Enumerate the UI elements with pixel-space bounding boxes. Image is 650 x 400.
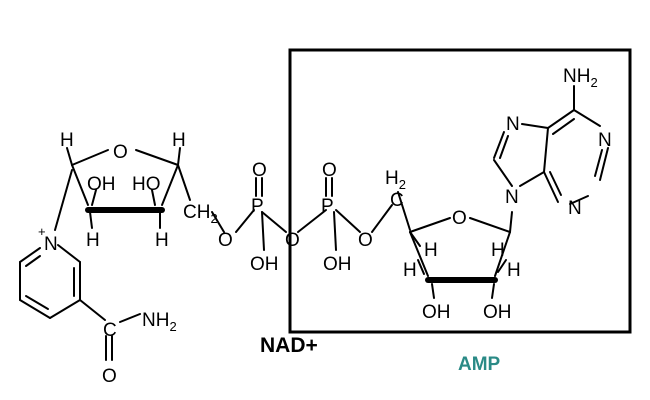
atom-n: N	[506, 114, 520, 135]
atom-h: H	[424, 240, 438, 261]
atom-n: N	[568, 198, 582, 219]
atom-n: N	[505, 187, 519, 208]
atom-ch2: CH2	[183, 202, 218, 226]
charge-plus: +	[38, 224, 46, 239]
atom-o: O	[285, 230, 300, 251]
atom-oh: OH	[323, 254, 352, 275]
nicotinamide-ring	[19, 244, 141, 361]
atom-o: O	[252, 160, 267, 181]
molecule-title: NAD+	[260, 334, 318, 357]
atom-oh: OH	[87, 174, 116, 195]
atom-p: P	[251, 196, 264, 217]
atom-h: H	[507, 260, 521, 281]
atom-ho: HO	[132, 174, 161, 195]
atom-h: H	[60, 130, 74, 151]
atom-h: H	[172, 130, 186, 151]
amp-box	[288, 48, 632, 334]
atom-c: C	[390, 190, 404, 211]
atom-oh: OH	[250, 254, 279, 275]
pyrophosphate	[211, 177, 393, 251]
atom-n: N	[598, 130, 612, 151]
atom-h: H	[491, 240, 505, 261]
atom-c: C	[103, 320, 117, 341]
atom-h: H	[403, 260, 417, 281]
atom-nh2: NH2	[563, 66, 598, 90]
atom-h: H	[86, 230, 100, 251]
atom-o: O	[218, 230, 233, 251]
ribose-1	[54, 147, 191, 231]
atom-oh: OH	[483, 302, 512, 323]
adenine	[493, 85, 609, 205]
atom-o: O	[102, 366, 117, 387]
atom-o: O	[358, 230, 373, 251]
atom-n: N	[44, 234, 58, 255]
atom-nh2: NH2	[142, 310, 177, 334]
atom-o: O	[113, 142, 128, 163]
atom-o: O	[452, 208, 467, 229]
atom-h: H	[155, 230, 169, 251]
atom-p: P	[321, 196, 334, 217]
atom-o: O	[322, 160, 337, 181]
ribose-2	[397, 191, 513, 299]
amp-label: AMP	[458, 354, 501, 375]
atom-h2: H2	[385, 168, 406, 192]
atom-oh: OH	[422, 302, 451, 323]
